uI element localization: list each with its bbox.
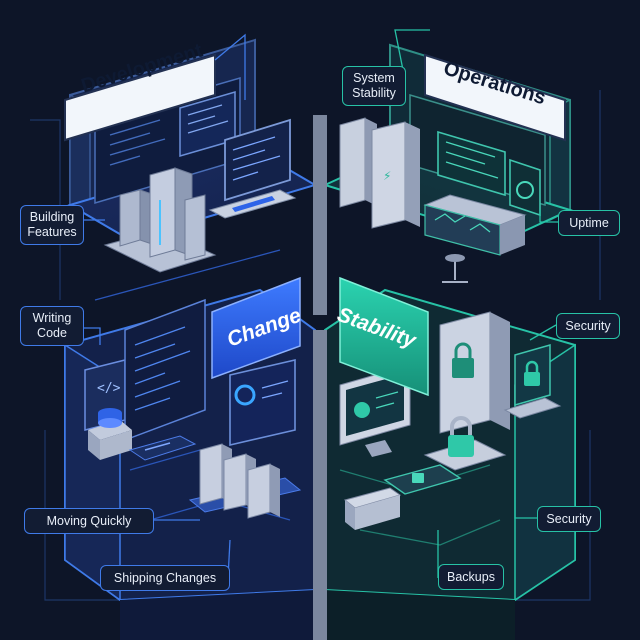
label-security-lower: Security	[537, 506, 601, 532]
label-security-upper: Security	[556, 313, 620, 339]
label-building-features: Building Features	[20, 205, 84, 245]
code-brackets-icon: </>	[97, 381, 121, 396]
operations-zone: ⚡	[322, 43, 576, 640]
label-backups: Backups	[438, 564, 504, 590]
database-icon	[88, 408, 132, 460]
svg-text:⚡: ⚡	[383, 169, 391, 183]
connector-lines-ops	[394, 29, 560, 578]
development-zone: </>	[64, 38, 318, 640]
server-rack-icon	[188, 443, 302, 519]
label-writing-code: Writing Code	[20, 306, 84, 346]
label-shipping-changes: Shipping Changes	[100, 565, 230, 591]
label-system-stability: System Stability	[342, 66, 406, 106]
title-banners	[64, 53, 566, 142]
label-uptime: Uptime	[558, 210, 620, 236]
padlock-icon	[452, 342, 474, 378]
gauge-icon	[234, 384, 256, 406]
center-divider	[313, 115, 327, 640]
label-moving-quickly: Moving Quickly	[24, 508, 154, 534]
